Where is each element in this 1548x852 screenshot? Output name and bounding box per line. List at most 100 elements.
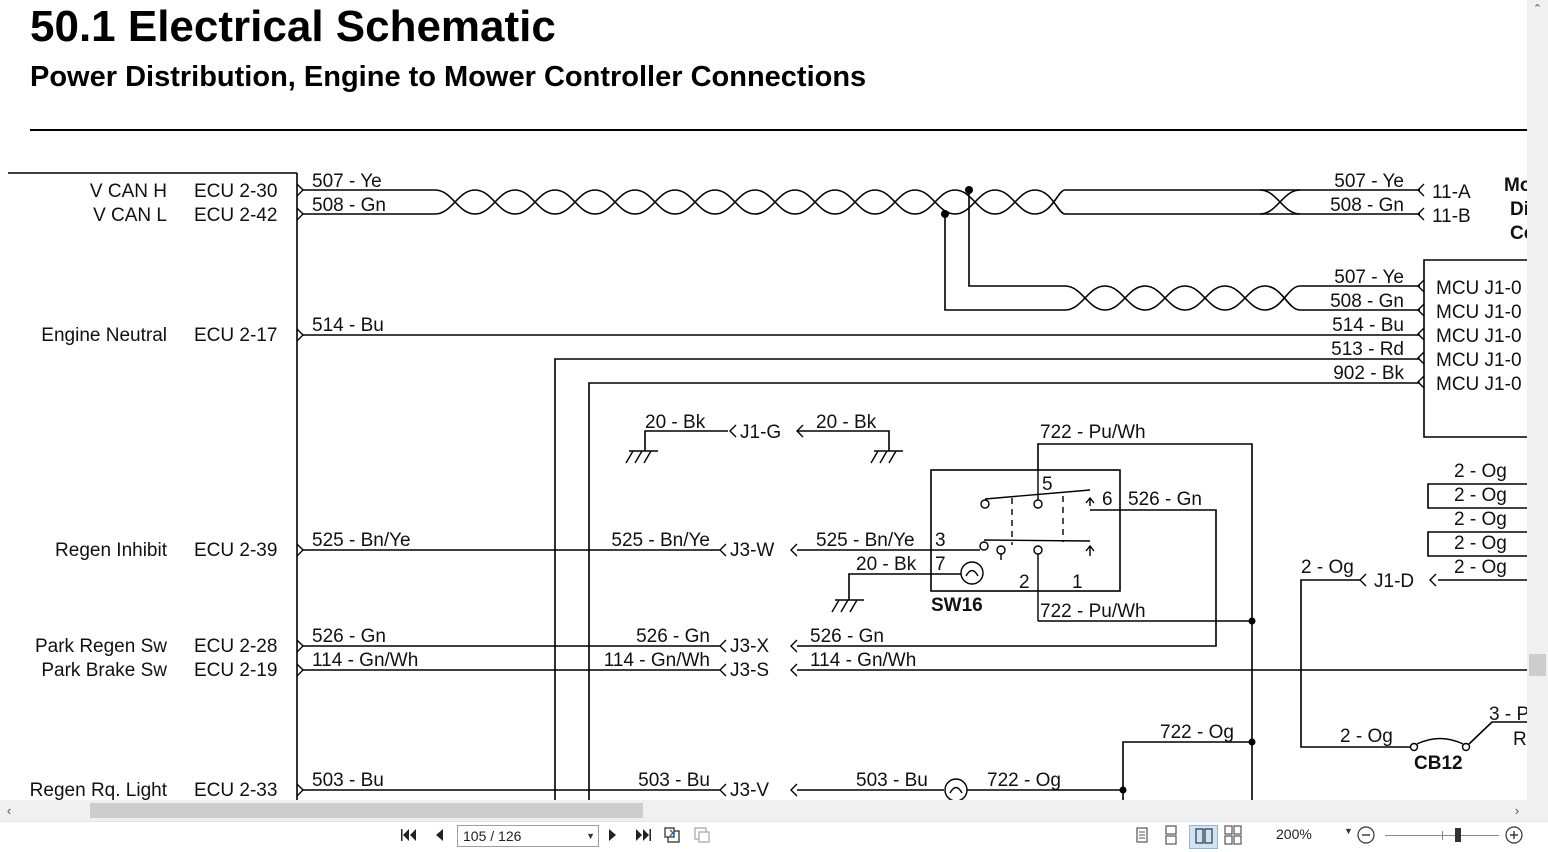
schematic-wire	[965, 569, 979, 577]
schematic-wire	[1085, 496, 1095, 504]
schematic-wire	[1064, 285, 1301, 311]
first-page-icon[interactable]	[399, 825, 421, 847]
splice-dot	[1119, 786, 1127, 794]
switch-pin-1: 1	[1072, 572, 1083, 593]
twisted-pair-can-main	[434, 189, 1301, 215]
horizontal-scrollbar[interactable]: ‹ ›	[0, 800, 1527, 821]
mcu-pin: MCU J1-0	[1436, 302, 1522, 323]
schematic-wire	[296, 783, 304, 797]
mcu-pin: MCU J1-0	[1436, 326, 1522, 347]
vertical-scroll-thumb[interactable]	[1529, 654, 1546, 676]
ground-icon	[625, 450, 658, 464]
wire-label-722-pu-wh-top: 722 - Pu/Wh	[1040, 422, 1146, 443]
wire-label-503-j3: 503 - Bu	[638, 770, 710, 791]
schematic-wire	[588, 382, 1420, 800]
next-page-icon[interactable]	[602, 825, 624, 847]
wire-label-722-pu-wh-bottom: 722 - Pu/Wh	[1040, 601, 1146, 622]
display-module-label: Di	[1510, 199, 1527, 220]
wire-label-526-right: 526 - Gn	[810, 626, 884, 647]
switch-pin-5: 5	[1042, 474, 1053, 495]
signal-name-v-can-h: V CAN H	[90, 181, 167, 202]
scroll-up-icon[interactable]: ⌃	[1532, 3, 1543, 15]
vertical-scrollbar[interactable]: ⌃	[1527, 0, 1548, 800]
display-module-label: Mo	[1504, 175, 1527, 196]
ground-icon	[870, 450, 903, 464]
schematic-wire	[996, 545, 1006, 555]
schematic-wire	[296, 663, 304, 677]
page-title: 50.1 Electrical Schematic	[30, 2, 556, 51]
wire-label-508-mcu: 508 - Gn	[1330, 291, 1404, 312]
connector-j3-s: J3-S	[730, 660, 769, 681]
scroll-right-icon[interactable]: ›	[1514, 803, 1520, 818]
last-page-icon[interactable]	[631, 825, 653, 847]
wire-label-722-og-lamp: 722 - Og	[987, 770, 1061, 791]
single-page-view-icon[interactable]	[1131, 825, 1153, 847]
horizontal-scroll-thumb[interactable]	[90, 803, 643, 818]
ecu-pin-2-28: ECU 2-28	[194, 636, 277, 657]
schematic-wire	[888, 450, 897, 464]
schematic-wire	[983, 539, 1091, 542]
go-back-view-icon[interactable]	[661, 825, 683, 847]
schematic-wire	[1417, 303, 1425, 317]
schematic-wire	[296, 183, 304, 197]
scrollbar-corner	[1527, 800, 1548, 821]
schematic-wire	[790, 783, 798, 797]
wire-label-525-switch: 525 - Bn/Ye	[816, 530, 915, 551]
electrical-schematic: V CAN H ECU 2-30 V CAN L ECU 2-42 Engine…	[8, 129, 1527, 800]
schematic-wire	[1429, 573, 1437, 587]
zoom-level[interactable]: 200%	[1276, 826, 1312, 842]
two-page-continuous-icon[interactable]	[1222, 825, 1244, 847]
schematic-wire	[1417, 183, 1425, 197]
wire-label-525-j3: 525 - Bn/Ye	[611, 530, 710, 551]
wire-label-20-bk: 20 - Bk	[645, 412, 706, 433]
page-subtitle: Power Distribution, Engine to Mower Cont…	[30, 61, 867, 93]
zoom-out-icon[interactable]	[1355, 825, 1377, 847]
schematic-wire	[797, 509, 1217, 647]
signal-name-engine-neutral: Engine Neutral	[41, 325, 167, 346]
page-number-field[interactable]: 105 / 126 ▼	[457, 825, 599, 847]
switch-pin-6: 6	[1102, 489, 1113, 510]
wire-label-514-mcu: 514 - Bu	[1332, 315, 1404, 336]
wire-label-503-left: 503 - Bu	[312, 770, 384, 791]
wire-label-513-mcu: 513 - Rd	[1331, 339, 1404, 360]
wire-label-2-og: 2 - Og	[1454, 509, 1507, 530]
mcu-pin: MCU J1-0	[1436, 350, 1522, 371]
zoom-slider-thumb[interactable]	[1455, 828, 1461, 842]
zoom-in-icon[interactable]	[1503, 825, 1525, 847]
previous-page-icon[interactable]	[428, 825, 450, 847]
continuous-view-icon[interactable]	[1160, 825, 1182, 847]
chevron-down-icon[interactable]: ▼	[586, 831, 595, 841]
display-pin-11a: 11-A	[1432, 182, 1471, 203]
connector-j3-w: J3-W	[730, 540, 774, 561]
chevron-down-icon[interactable]: ▼	[1344, 826, 1353, 836]
breaker-right-label: R	[1513, 729, 1527, 750]
wire-label-2-og: 2 - Og	[1454, 533, 1507, 554]
breaker-terminal	[1409, 742, 1419, 752]
schematic-wire	[1300, 579, 1410, 748]
orange-bus-wires	[1427, 483, 1527, 581]
schematic-wire	[1033, 499, 1043, 509]
wire-label-2-og: 2 - Og	[1454, 485, 1507, 506]
schematic-wire	[1064, 285, 1301, 311]
schematic-wire	[1417, 279, 1425, 293]
ecu-pin-2-42: ECU 2-42	[194, 205, 277, 226]
two-page-view-icon[interactable]	[1189, 825, 1218, 849]
wire-label-2-og-left: 2 - Og	[1301, 557, 1354, 578]
mcu-pin: MCU J1-0	[1436, 278, 1522, 299]
wire-label-508-display: 508 - Gn	[1330, 195, 1404, 216]
document-viewport: 50.1 Electrical Schematic Power Distribu…	[8, 2, 1527, 800]
schematic-wire	[296, 207, 304, 221]
mcu-connector-box	[1423, 259, 1527, 438]
scroll-left-icon[interactable]: ‹	[6, 803, 12, 818]
schematic-wire	[944, 214, 1065, 311]
go-forward-view-icon[interactable]	[691, 825, 713, 847]
wire-label-507-mcu: 507 - Ye	[1334, 267, 1404, 288]
schematic-wire	[831, 599, 840, 613]
switch-pin-7: 7	[935, 554, 946, 575]
wire-label-114-left: 114 - Gn/Wh	[312, 650, 418, 671]
schematic-wire	[1259, 189, 1301, 215]
schematic-wire	[719, 639, 727, 653]
schematic-wire	[296, 639, 304, 653]
wire-label-20-bk-switch: 20 - Bk	[856, 554, 917, 575]
wire-label-526-left: 526 - Gn	[312, 626, 386, 647]
